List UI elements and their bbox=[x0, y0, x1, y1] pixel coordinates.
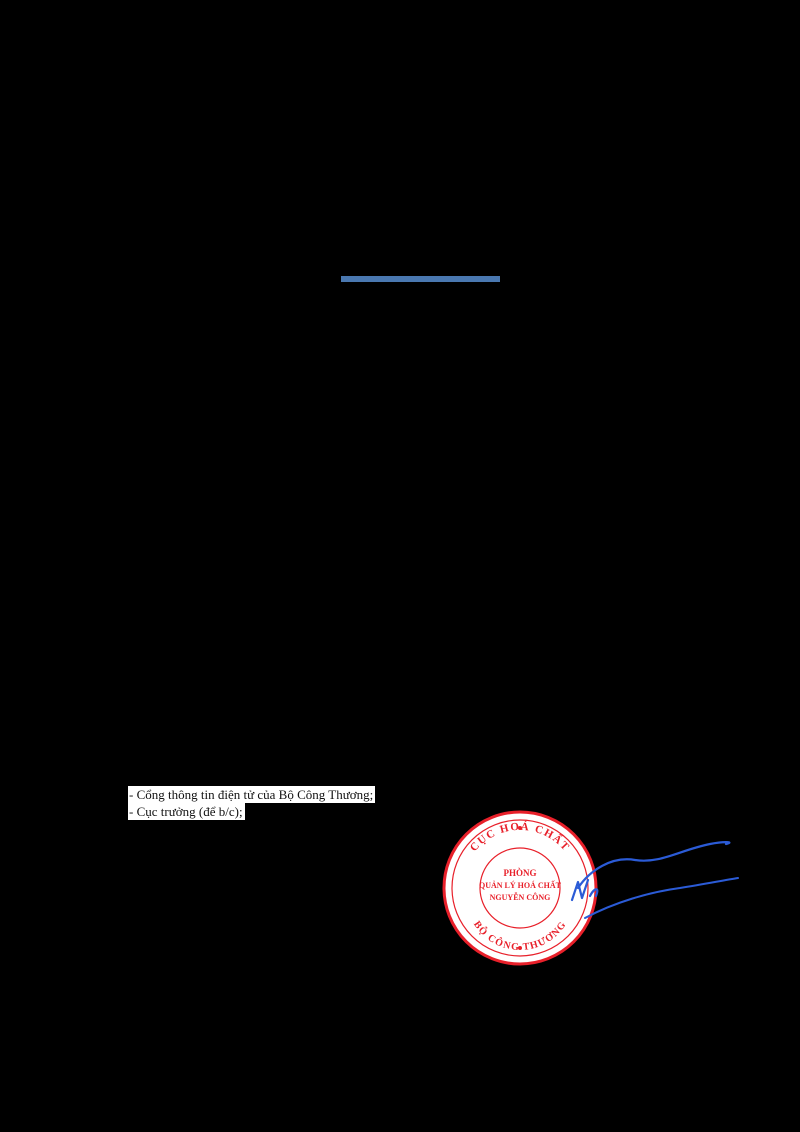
recipient-item: - Cổng thông tin điện tử của Bộ Công Thư… bbox=[128, 786, 376, 803]
seal-text-center-3: NGUYỄN CÔNG bbox=[490, 892, 551, 902]
header-rule bbox=[341, 276, 500, 282]
recipients-list: - Cổng thông tin điện tử của Bộ Công Thư… bbox=[128, 786, 376, 820]
handwritten-signature-icon bbox=[570, 841, 739, 919]
official-red-seal-icon: CỤC HOÁ CHẤT BỘ CÔNG THƯƠNG PHÒNG QUẢN L… bbox=[442, 810, 598, 966]
seal-text-center-2: QUẢN LÝ HOÁ CHẤT bbox=[479, 880, 562, 890]
recipient-item: - Cục trưởng (để b/c); bbox=[128, 803, 245, 820]
seal-text-center-1: PHÒNG bbox=[504, 868, 537, 878]
